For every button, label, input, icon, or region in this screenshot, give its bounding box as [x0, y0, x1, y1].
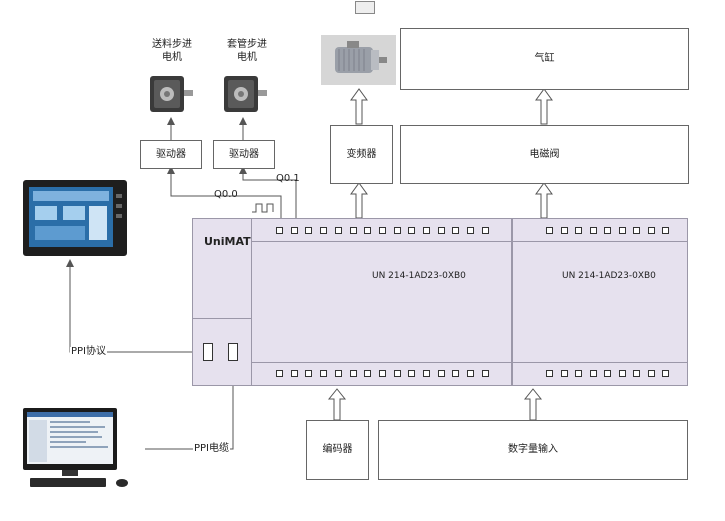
- pulse-symbol: [252, 203, 274, 213]
- sleeve-motor-label: 套管步进 电机: [227, 39, 267, 63]
- exp-output-terminal: [618, 227, 626, 234]
- cpu-input-terminal: [467, 370, 475, 377]
- cylinder-label: 气缸: [534, 53, 555, 64]
- exp-input-terminal: [560, 370, 568, 377]
- plc-exp-terminal-strip-top: [512, 218, 688, 242]
- cpu-input-terminal: [378, 370, 386, 377]
- cpu-output-terminal: [349, 227, 357, 234]
- arrow-encoder-plc: [327, 388, 347, 421]
- plc-exp-terminal-strip-bottom: [512, 362, 688, 386]
- cpu-input-terminal: [481, 370, 489, 377]
- cylinder-box: 气缸: [400, 28, 689, 90]
- cpu-output-terminal: [467, 227, 475, 234]
- exp-output-terminal: [560, 227, 568, 234]
- cpu-input-terminal: [305, 370, 313, 377]
- arrow-input-plc: [523, 388, 543, 421]
- driver-label-1: 驱动器: [156, 148, 186, 160]
- output-q00-label: Q0.0: [214, 189, 238, 200]
- digital-input-label: 数字量输入: [508, 444, 558, 455]
- plc-terminal-strip-top: [252, 218, 512, 242]
- cpu-input-terminal: [393, 370, 401, 377]
- cpu-output-terminal: [320, 227, 328, 234]
- vfd-label: 变频器: [346, 148, 377, 160]
- plc-cpu-module: [192, 218, 512, 386]
- exp-input-terminal: [604, 370, 611, 377]
- plc-cpu-front-panel: [192, 218, 252, 386]
- ac-motor-icon: [321, 35, 396, 85]
- solenoid-valve-label: 电磁阀: [529, 148, 560, 160]
- driver-box-1: 驱动器: [140, 140, 202, 169]
- driver-label-2: 驱动器: [229, 148, 259, 160]
- cpu-input-terminal: [276, 370, 283, 377]
- exp-output-terminal: [604, 227, 611, 234]
- arrow-solenoid-cylinder: [535, 88, 553, 125]
- plc-module-1-model: UN 214-1AD23-0XB0: [372, 271, 466, 281]
- cpu-output-terminal: [276, 227, 283, 234]
- vfd-box: 变频器: [330, 125, 393, 184]
- cpu-output-terminal: [423, 227, 430, 234]
- exp-output-terminal: [647, 227, 655, 234]
- encoder-label: 编码器: [322, 444, 353, 455]
- exp-output-terminal: [575, 227, 582, 234]
- top-small-icon: [355, 1, 375, 14]
- cpu-output-terminal: [364, 227, 372, 234]
- ppi-port-2: [228, 343, 238, 361]
- output-q01-label: Q0.1: [276, 173, 300, 184]
- driver-box-2: 驱动器: [213, 140, 275, 169]
- cpu-input-terminal: [437, 370, 445, 377]
- exp-output-terminal: [546, 227, 553, 234]
- sleeve-stepper-motor-icon: [218, 72, 270, 116]
- solenoid-valve-box: 电磁阀: [400, 125, 689, 184]
- feed-stepper-motor-icon: [144, 72, 196, 116]
- cpu-input-terminal: [423, 370, 430, 377]
- ppi-port-1: [203, 343, 213, 361]
- plc-module-2-model: UN 214-1AD23-0XB0: [562, 271, 656, 281]
- cpu-output-terminal: [437, 227, 445, 234]
- cpu-output-terminal: [334, 227, 342, 234]
- plc-brand-label: UniMAT: [204, 235, 251, 248]
- plc-cpu-divider: [192, 318, 252, 319]
- exp-input-terminal: [647, 370, 655, 377]
- hmi-touchscreen-icon: [23, 180, 127, 256]
- ppi-protocol-label: PPI协议: [70, 346, 108, 357]
- cpu-input-terminal: [290, 370, 298, 377]
- cpu-output-terminal: [452, 227, 460, 234]
- pc-computer-icon: [20, 408, 138, 492]
- encoder-box: 编码器: [306, 420, 369, 480]
- cpu-output-terminal: [378, 227, 386, 234]
- exp-output-terminal: [662, 227, 669, 234]
- arrow-vfd-motor: [350, 88, 368, 125]
- exp-output-terminal: [633, 227, 640, 234]
- cpu-output-terminal: [408, 227, 416, 234]
- feed-motor-label: 送料步进 电机: [152, 39, 192, 63]
- cpu-output-terminal: [393, 227, 401, 234]
- exp-input-terminal: [618, 370, 626, 377]
- ppi-cable-label: PPI电缆: [193, 443, 231, 454]
- exp-output-terminal: [589, 227, 597, 234]
- cpu-input-terminal: [349, 370, 357, 377]
- cpu-input-terminal: [334, 370, 342, 377]
- exp-input-terminal: [546, 370, 553, 377]
- arrow-plc-solenoid: [535, 182, 553, 219]
- exp-input-terminal: [662, 370, 669, 377]
- cpu-output-terminal: [305, 227, 313, 234]
- cpu-input-terminal: [364, 370, 372, 377]
- plc-terminal-strip-bottom: [252, 362, 512, 386]
- cpu-output-terminal: [481, 227, 489, 234]
- arrow-plc-vfd: [350, 182, 368, 219]
- cpu-output-terminal: [290, 227, 298, 234]
- exp-input-terminal: [575, 370, 582, 377]
- exp-input-terminal: [589, 370, 597, 377]
- exp-input-terminal: [633, 370, 640, 377]
- plc-expansion-module: [512, 218, 688, 386]
- cpu-input-terminal: [452, 370, 460, 377]
- cpu-input-terminal: [408, 370, 416, 377]
- cpu-input-terminal: [320, 370, 328, 377]
- digital-input-box: 数字量输入: [378, 420, 688, 480]
